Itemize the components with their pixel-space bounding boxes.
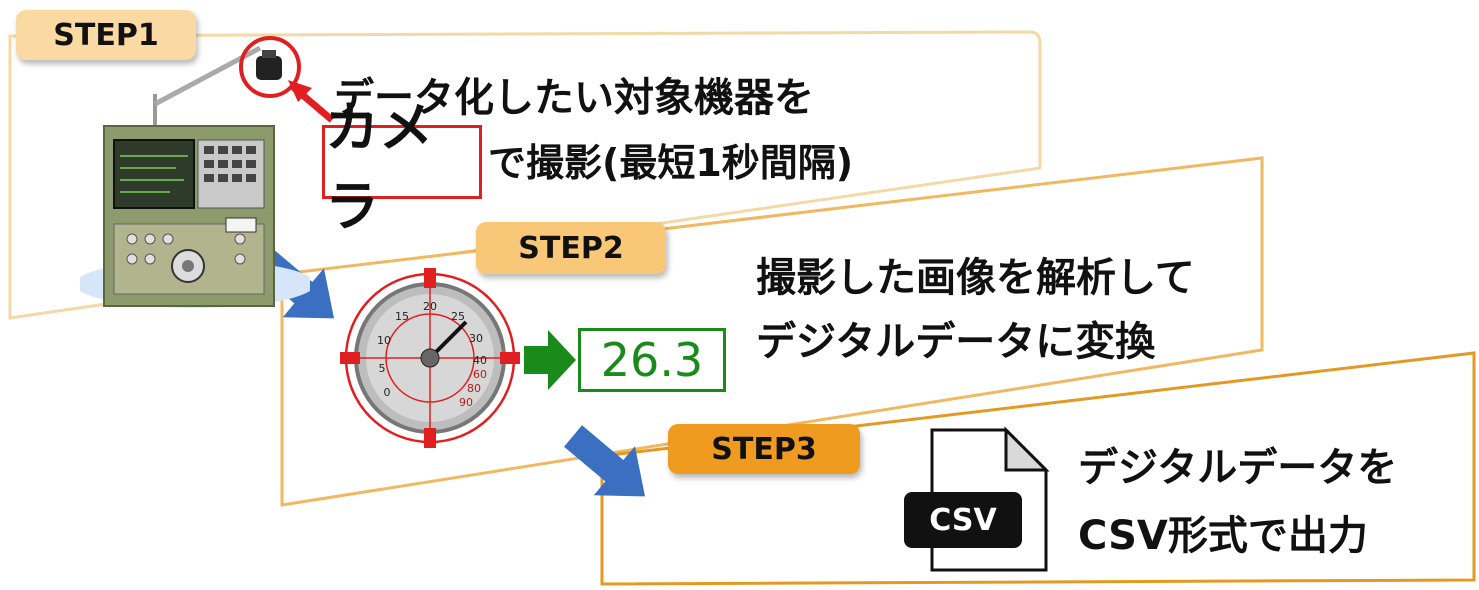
step2-description-line1: 撮影した画像を解析して [756, 255, 1195, 301]
step1-description-line2: で撮影(最短1秒間隔) [488, 141, 854, 185]
gauge-tick-label: 90 [459, 396, 473, 409]
gauge-tick-label: 80 [467, 382, 481, 395]
gauge-tick-label: 5 [379, 362, 386, 375]
step2-tag-label: STEP2 [518, 230, 624, 266]
digital-reading-box: 26.3 [578, 328, 726, 392]
gauge-tick-label: 25 [451, 310, 465, 323]
step1-tag-label: STEP1 [53, 17, 159, 53]
step3-tag-label: STEP3 [711, 431, 817, 467]
csv-badge-label: CSV [929, 502, 997, 538]
step3-description-line1: デジタルデータを [1078, 445, 1398, 491]
camera-highlight-label: カメラ [325, 96, 433, 238]
step3-tag: STEP3 [668, 424, 860, 474]
gauge-tick-label: 60 [473, 368, 487, 381]
step2-panel [280, 156, 1264, 507]
camera-callout [239, 36, 335, 123]
gauge-tick-label: 15 [395, 310, 409, 323]
gauge-tick-label: 40 [473, 354, 487, 367]
gauge-tick-label: 10 [377, 334, 391, 347]
csv-badge: CSV [904, 492, 1022, 548]
digital-reading-value: 26.3 [600, 333, 704, 387]
step1-tag: STEP1 [16, 10, 196, 60]
camera-highlight-circle [239, 36, 301, 98]
gauge-tick-label: 20 [423, 300, 437, 313]
blue-arrow-icon [564, 425, 646, 497]
step1-description-line1: データ化したい対象機器を [334, 75, 814, 121]
step2-tag: STEP2 [476, 222, 666, 274]
gauge-tick-label: 30 [469, 332, 483, 345]
camera-icon [256, 50, 282, 80]
green-arrow-icon [524, 330, 576, 390]
gauge-icon: 0 5 10 15 20 25 30 40 60 80 90 [340, 268, 520, 448]
camera-highlight-box: カメラ [322, 96, 482, 238]
step2-description-line2: デジタルデータに変換 [756, 319, 1156, 365]
gauge-tick-label: 0 [384, 386, 391, 399]
step3-description-line2: CSV形式で出力 [1078, 513, 1368, 559]
